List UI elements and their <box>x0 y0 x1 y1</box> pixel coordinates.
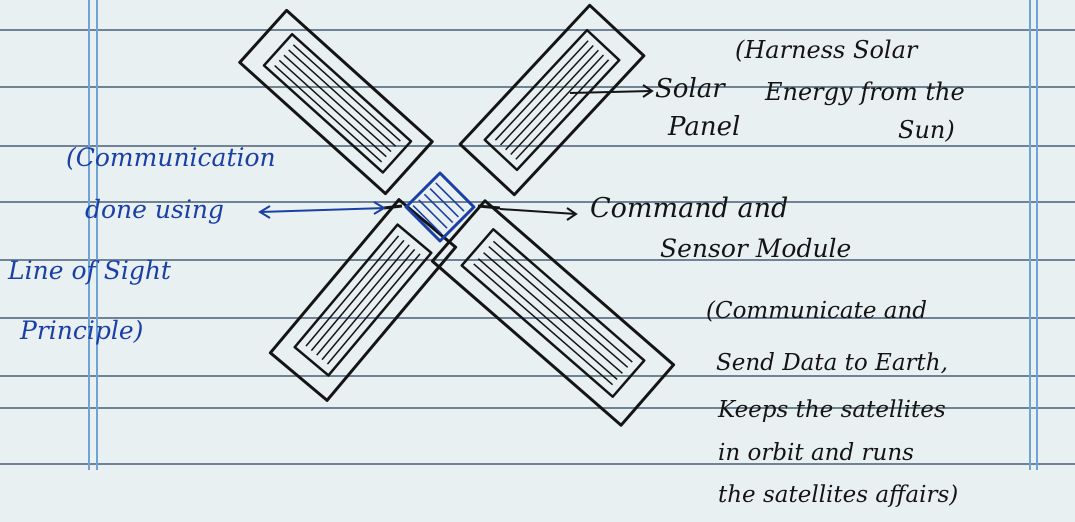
module-note-line2: Send Data to Earth, <box>716 352 948 375</box>
communication-note-line3: Line of Sight <box>8 258 171 283</box>
solar-panel-lower-right <box>432 201 673 425</box>
module-arrow <box>500 208 576 220</box>
module-note-line3: Keeps the satellites <box>718 399 946 422</box>
module-note-line5: the satellites affairs) <box>718 484 958 507</box>
module-note-line4: in orbit and runs <box>718 442 914 465</box>
solar-note-line1: (Harness Solar <box>735 38 917 62</box>
communication-note-line4: Principle) <box>20 318 143 343</box>
command-module <box>406 173 474 241</box>
solar-panel-label-line2: Panel <box>668 114 740 140</box>
solar-note-line2: Energy from the <box>765 80 965 104</box>
communication-arrow <box>260 202 384 218</box>
module-label-line2: Sensor Module <box>660 236 851 261</box>
module-note-line1: (Communicate and <box>706 300 927 323</box>
solar-panel-upper-right <box>460 5 644 194</box>
communication-note-line2: done using <box>85 197 224 222</box>
solar-note-line3: Sun) <box>898 118 955 142</box>
module-label-line1: Command and <box>590 195 788 222</box>
communication-note-line1: (Communication <box>66 145 276 170</box>
solar-panel-label: Solar <box>655 76 725 102</box>
